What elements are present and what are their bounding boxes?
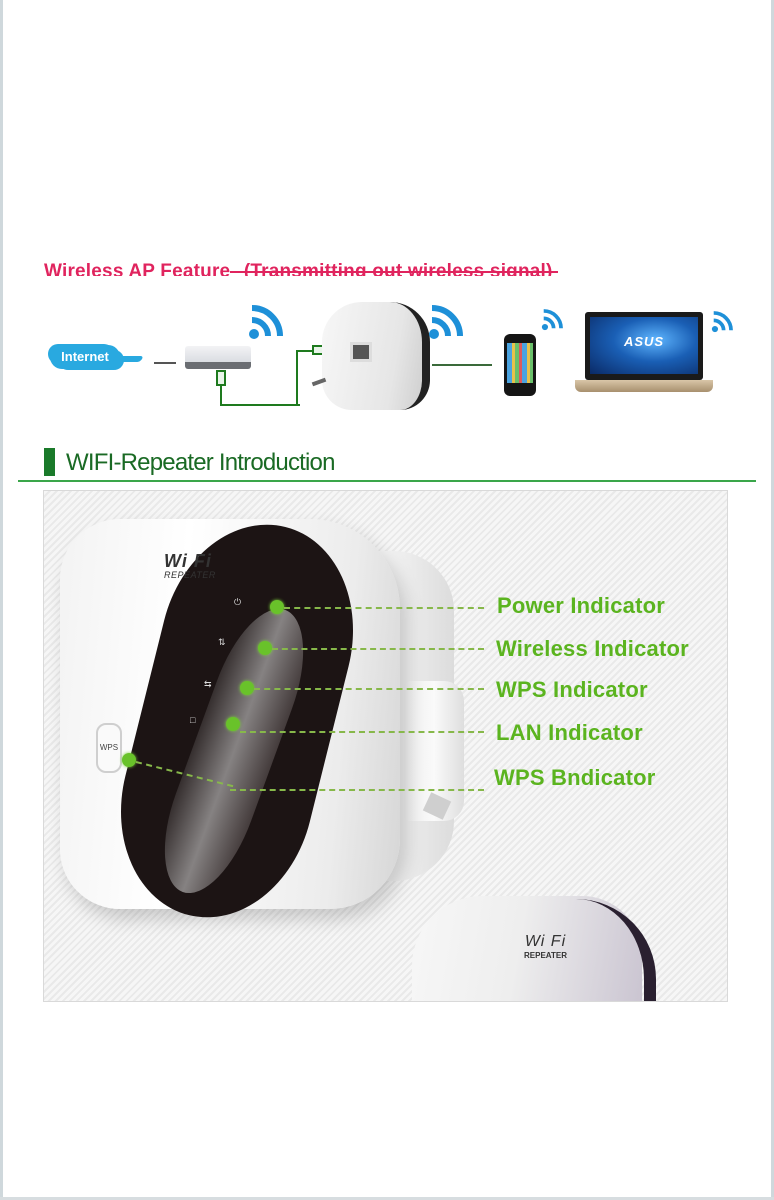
wps-button-led [122, 753, 136, 767]
wifi-signal-icon [429, 305, 463, 339]
laptop-image: ASUS [575, 312, 715, 406]
ethernet-cable [296, 350, 314, 353]
wps-led [240, 681, 254, 695]
section-title: WIFI-Repeater Introduction [66, 449, 335, 476]
indicator-label-wps-button: WPS Bndicator [494, 765, 656, 790]
wireless-led [258, 641, 272, 655]
section-marker [44, 448, 55, 476]
smartphone-image [504, 334, 536, 396]
power-led [270, 600, 284, 614]
page-border-bottom [0, 1197, 774, 1200]
indicator-label-power: Power Indicator [497, 593, 666, 618]
laptop-lid: ASUS [585, 312, 703, 380]
wifi-repeater-image [311, 302, 430, 410]
leader-line [272, 648, 484, 650]
plug-prong [311, 377, 327, 387]
wifi-repeater-logo-secondary: Wi Fi REPEATER [524, 933, 567, 960]
wifi-signal-icon [711, 311, 733, 333]
network-diagram: Internet ASUS [0, 290, 774, 430]
logo-text: Wi Fi [524, 933, 567, 950]
section-divider [18, 480, 756, 482]
leader-line [230, 789, 484, 791]
wifi-signal-icon [541, 309, 563, 331]
ap-feature-underline [230, 271, 558, 273]
connection-line [432, 364, 492, 366]
power-icon: ⏻ [234, 597, 242, 607]
indicator-label-wireless: Wireless Indicator [496, 636, 689, 661]
ethernet-plug [216, 370, 226, 386]
lan-icon: □ [190, 715, 196, 725]
wps-button: WPS [96, 723, 122, 773]
ethernet-cable [220, 378, 300, 406]
lan-port [350, 342, 372, 362]
leader-line [254, 688, 484, 690]
lan-led [226, 717, 240, 731]
product-image-panel: Wi Fi REPEATER ⏻ ⇅ ⇆ □ WPS Power Indicat… [43, 490, 728, 1002]
indicator-label-wps: WPS Indicator [496, 677, 648, 702]
indicator-label-lan: LAN Indicator [496, 720, 643, 745]
logo-text: Wi Fi [164, 551, 212, 571]
internet-cloud: Internet [50, 345, 120, 369]
repeater-secondary-band [564, 899, 656, 1001]
laptop-screen-brand: ASUS [590, 317, 698, 374]
leader-line [284, 607, 484, 609]
wifi-repeater-logo: Wi Fi REPEATER [164, 551, 216, 580]
router-image [185, 346, 251, 369]
laptop-base [575, 380, 713, 392]
wireless-icon: ⇅ [218, 637, 226, 647]
page-border-right [771, 0, 774, 1200]
ap-feature-title: Wireless AP Feature [44, 261, 231, 276]
wifi-signal-icon [249, 305, 283, 339]
logo-subtext: REPEATER [164, 570, 216, 580]
internet-cloud-tail [112, 356, 144, 362]
wps-icon: ⇆ [204, 679, 212, 689]
logo-subtext: REPEATER [524, 951, 567, 960]
connection-line [154, 362, 176, 364]
leader-line [240, 731, 484, 733]
page-border-left [0, 0, 3, 1200]
phone-screen [507, 343, 533, 383]
ethernet-cable [296, 350, 299, 404]
